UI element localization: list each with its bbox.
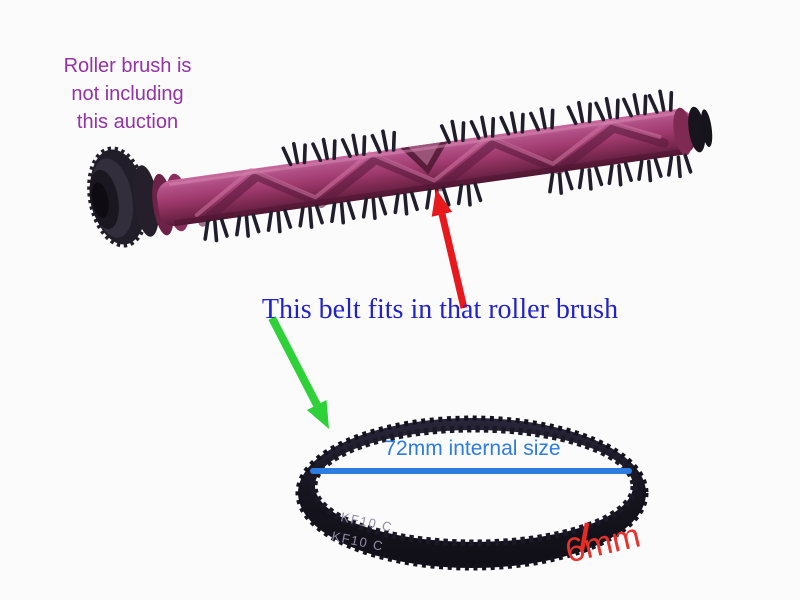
belt-outer-teeth [295,415,649,571]
brush-axle-collar [133,165,159,237]
belt-internal-size-label: 72mm internal size [384,437,561,460]
belt-width-tick [579,522,590,551]
belt-inner-teeth [310,425,638,547]
exclusion-note-line2: not including [71,83,184,105]
brush-chevron-highlight [194,119,662,217]
arrow-to-belt [268,316,329,429]
roller-brush-photo [87,87,713,248]
arrow-head-red [431,189,453,217]
brush-body-group [152,87,713,244]
exclusion-note-line3: this auction [76,111,179,133]
belt-photo: KF10 C KF10 C [295,415,649,571]
brush-chevron-shadow [198,123,669,227]
exclusion-note: Roller brush is not including this aucti… [25,52,230,136]
arrow-head-green [306,400,329,429]
arrow-to-roller-brush [431,189,468,309]
belt-internal-measure-line [310,468,632,474]
brush-end-cap [701,109,713,148]
belt-fit-caption: This belt fits in that roller brush [261,294,619,325]
exclusion-note-line1: Roller brush is [63,55,192,77]
belt-inner-hole [315,430,633,542]
